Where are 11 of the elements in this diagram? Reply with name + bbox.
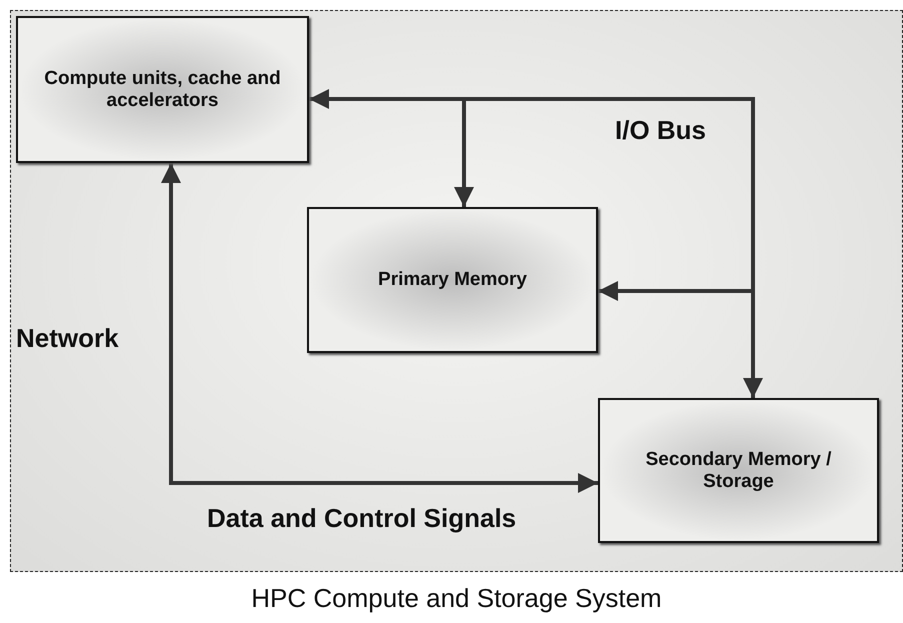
box-label: Compute units, cache and accelerators [43, 68, 282, 112]
component-box [16, 16, 309, 163]
diagram-caption: HPC Compute and Storage System [250, 583, 663, 614]
edge-label: Data and Control Signals [207, 503, 516, 534]
component-box [307, 207, 598, 353]
component-box [598, 398, 879, 543]
bus-arrow [161, 163, 598, 493]
link-label: Network [16, 323, 119, 354]
box-label: Secondary Memory / Storage [644, 448, 832, 492]
box-label: Primary Memory [378, 269, 527, 291]
edge-label: I/O Bus [615, 115, 706, 146]
